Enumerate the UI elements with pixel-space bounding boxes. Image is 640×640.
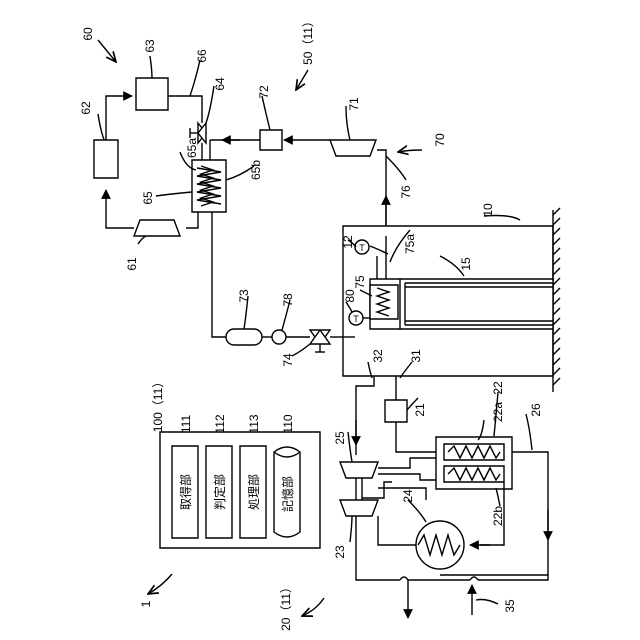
label-21: 21 [413, 403, 427, 417]
label-65a: 65a [185, 138, 199, 158]
storage-unit-label: 記憶部 [280, 476, 295, 512]
compressor-61 [134, 220, 180, 236]
processing-unit-label: 処理部 [246, 474, 261, 510]
component-21 [385, 400, 407, 422]
label-75a: 75a [403, 234, 417, 254]
heat-exchanger-24 [416, 521, 464, 569]
label-20: 20（11） [279, 581, 293, 631]
label-12: 12 [341, 235, 355, 249]
refrigerant-circuit [94, 78, 386, 352]
label-112: 112 [213, 414, 227, 433]
determination-unit-label: 判定部 [212, 474, 227, 510]
label-1: 1 [139, 600, 153, 607]
label-25: 25 [333, 431, 347, 445]
label-32: 32 [371, 349, 385, 363]
label-76: 76 [399, 185, 413, 199]
label-70: 70 [433, 133, 447, 147]
sensor-80-symbol: T [353, 314, 359, 324]
label-65: 65 [141, 191, 155, 205]
label-113: 113 [247, 414, 261, 433]
label-10: 10 [481, 203, 495, 217]
label-75: 75 [353, 275, 367, 289]
controller-100: 取得部 判定部 処理部 記憶部 [160, 432, 320, 548]
label-50: 50（11） [301, 15, 315, 65]
sensor-12-symbol: T [359, 243, 365, 253]
component-62 [94, 140, 118, 178]
label-22: 22 [491, 381, 505, 395]
compressor-25 [340, 462, 378, 478]
label-31: 31 [409, 349, 423, 363]
label-63: 63 [143, 39, 157, 53]
label-23: 23 [333, 545, 347, 559]
component-78 [272, 330, 286, 344]
label-61: 61 [125, 257, 139, 271]
label-22a: 22a [491, 402, 505, 422]
label-65b: 65b [249, 160, 263, 180]
acquisition-unit-label: 取得部 [178, 474, 193, 510]
label-64: 64 [213, 77, 227, 91]
compressor-23 [340, 500, 378, 516]
label-35: 35 [503, 599, 517, 613]
label-100: 100（11） [151, 376, 165, 432]
label-72: 72 [257, 85, 271, 99]
label-15: 15 [459, 257, 473, 271]
wall-hatching [553, 208, 560, 385]
label-62: 62 [79, 101, 93, 115]
compressor-circuit [340, 376, 548, 618]
label-110: 110 [281, 414, 295, 433]
filter-72 [260, 130, 282, 150]
label-26: 26 [529, 403, 543, 417]
tank-73 [226, 329, 262, 345]
label-71: 71 [347, 97, 361, 111]
cryostat-10: T T [343, 208, 560, 392]
compressor-71 [330, 140, 376, 156]
label-60: 60 [81, 27, 95, 41]
label-66: 66 [195, 49, 209, 63]
component-63 [136, 78, 168, 110]
label-24: 24 [401, 489, 415, 503]
label-111: 111 [179, 415, 193, 434]
label-80: 80 [343, 289, 357, 303]
label-73: 73 [237, 289, 251, 303]
label-78: 78 [281, 293, 295, 307]
label-74: 74 [281, 353, 295, 367]
label-22b: 22b [491, 506, 505, 526]
